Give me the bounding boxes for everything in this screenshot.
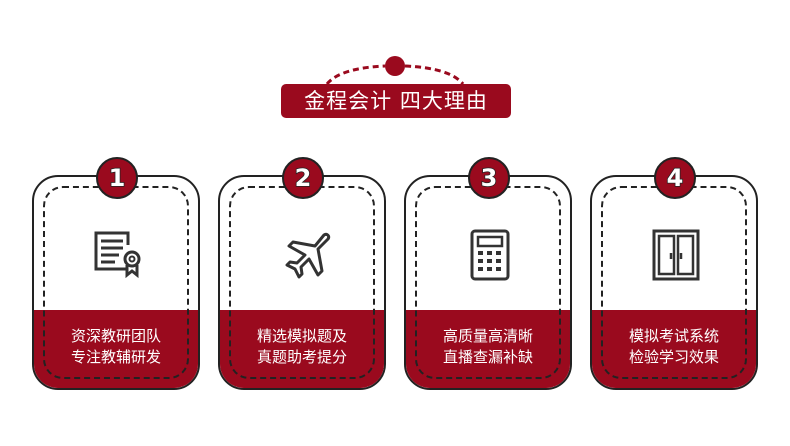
- reason-card-1: 资深教研团队专注教辅研发: [32, 175, 200, 390]
- card-line-2: 专注教辅研发: [70, 348, 161, 366]
- calculator-icon: [470, 229, 510, 281]
- number-badge-2: 2: [282, 157, 324, 199]
- card-line-1: 模拟考试系统: [628, 327, 719, 345]
- card-line-1: 高质量高清晰: [442, 327, 533, 345]
- reason-card-3: 高质量高清晰直播查漏补缺: [404, 175, 572, 390]
- reason-card-4: 模拟考试系统检验学习效果: [590, 175, 758, 390]
- airplane-icon: [285, 232, 331, 279]
- number-badge-1: 1: [96, 157, 138, 199]
- card-line-1: 资深教研团队: [70, 327, 161, 345]
- card-line-2: 直播查漏补缺: [442, 348, 533, 366]
- page-title: 金程会计 四大理由: [281, 84, 511, 118]
- number-badge-4: 4: [654, 157, 696, 199]
- certificate-icon: [94, 231, 141, 279]
- card-line-2: 真题助考提分: [256, 348, 347, 366]
- card-line-2: 检验学习效果: [628, 348, 719, 366]
- card-line-1: 精选模拟题及: [256, 327, 347, 345]
- reason-card-2: 精选模拟题及真题助考提分: [218, 175, 386, 390]
- number-badge-3: 3: [468, 157, 510, 199]
- door-icon: [652, 229, 700, 281]
